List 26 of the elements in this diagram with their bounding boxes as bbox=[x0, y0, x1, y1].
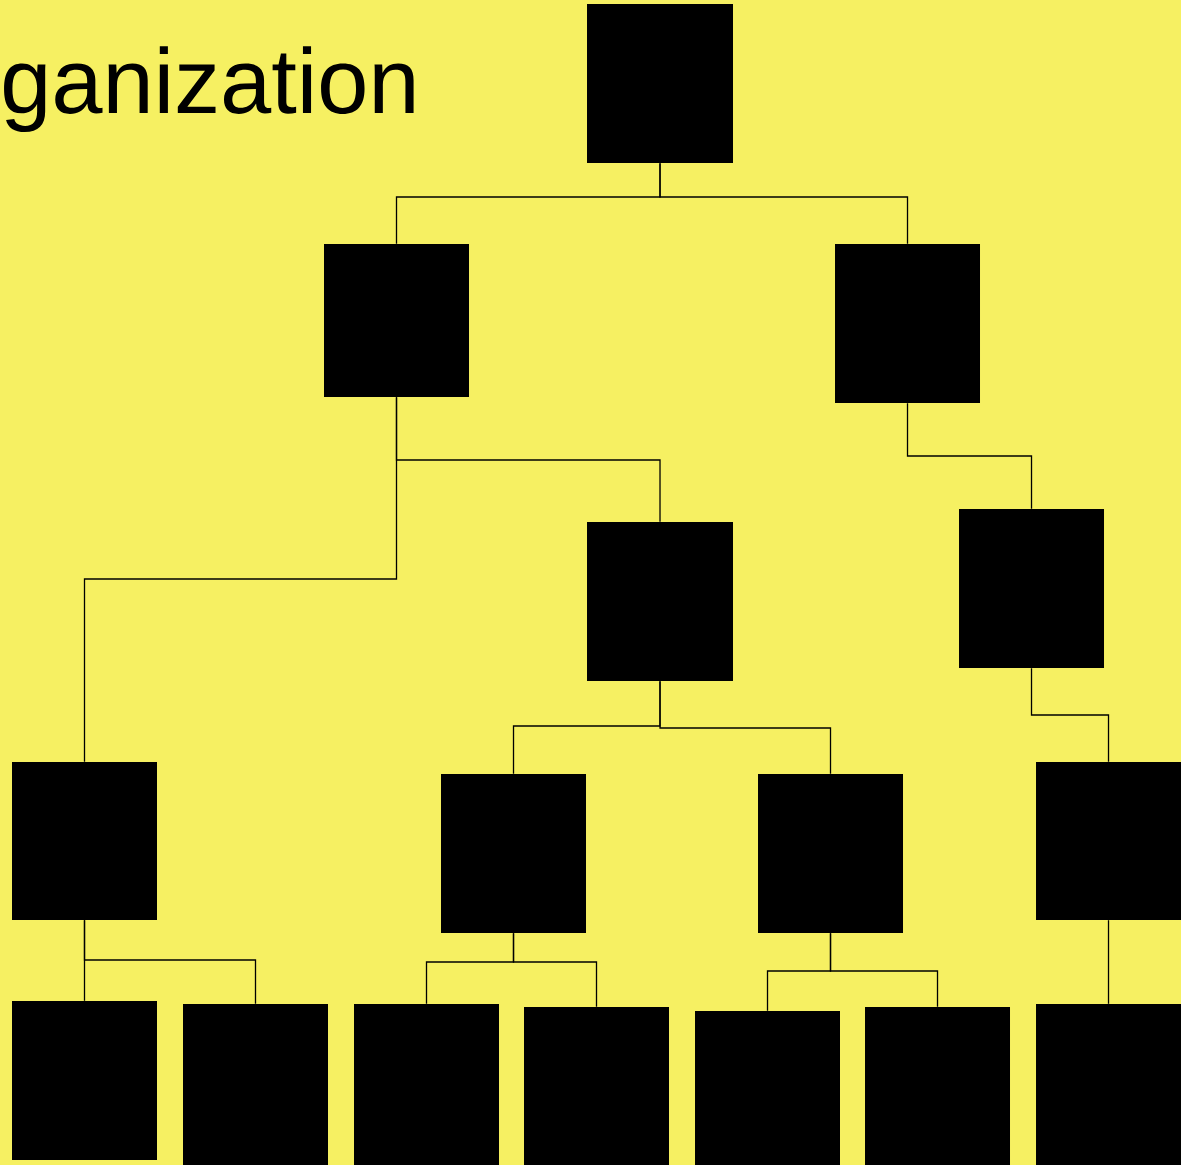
org-box bbox=[587, 522, 733, 681]
org-box bbox=[835, 244, 980, 403]
connector-line bbox=[1107, 919, 1110, 1005]
connector-line bbox=[906, 402, 1033, 510]
org-box bbox=[12, 762, 157, 920]
connector-line bbox=[829, 932, 939, 1008]
org-box bbox=[959, 509, 1104, 668]
connector-line bbox=[1030, 667, 1110, 763]
org-box bbox=[324, 244, 469, 397]
org-box bbox=[354, 1004, 499, 1165]
title: ganization bbox=[4, 46, 414, 133]
connector-line bbox=[659, 162, 909, 245]
org-box bbox=[1036, 762, 1181, 920]
org-box bbox=[524, 1007, 669, 1165]
org-box bbox=[1036, 1004, 1181, 1165]
org-box bbox=[12, 1001, 157, 1160]
connector-line bbox=[83, 396, 398, 763]
org-box bbox=[695, 1011, 840, 1165]
org-box bbox=[441, 774, 586, 933]
connector-line bbox=[83, 919, 257, 1005]
connector-line bbox=[512, 932, 598, 1008]
org-box bbox=[865, 1007, 1010, 1165]
org-box bbox=[758, 774, 903, 933]
connector-line bbox=[659, 680, 832, 775]
org-box bbox=[587, 4, 733, 163]
org-box bbox=[183, 1004, 328, 1165]
